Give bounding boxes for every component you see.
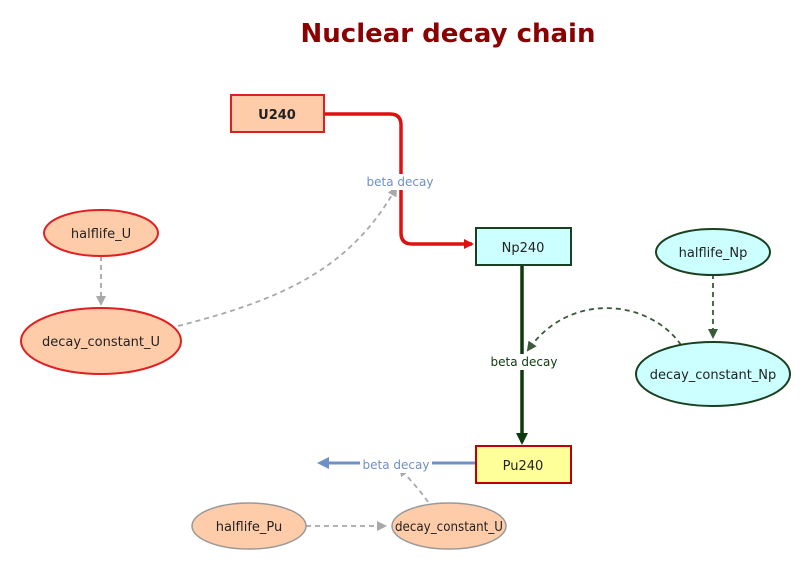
node-pu240[interactable]: Pu240 (475, 445, 572, 484)
node-np240[interactable]: Np240 (475, 227, 572, 266)
node-pu240-label: Pu240 (503, 459, 544, 474)
edge-label-pu-out: beta decay (363, 458, 430, 472)
node-decay-constant-pu-label: decay_constant_U (395, 520, 503, 535)
node-halflife-u-label: halflife_U (71, 227, 131, 242)
node-halflife-pu-label: halflife_Pu (216, 520, 283, 535)
node-u240[interactable]: U240 (230, 94, 325, 133)
node-decay-constant-np-label: decay_constant_Np (650, 368, 777, 383)
edge-label-np-to-pu: beta decay (491, 355, 558, 369)
node-halflife-u[interactable]: halflife_U (43, 209, 159, 257)
edge-label-bg (364, 174, 436, 190)
node-np240-label: Np240 (502, 241, 545, 256)
edge-label-bg (488, 354, 560, 370)
node-halflife-np-label: halflife_Np (679, 246, 748, 261)
node-u240-label: U240 (258, 108, 296, 123)
node-decay-constant-pu[interactable]: decay_constant_U (391, 502, 507, 550)
edge-decay-constant-np-to-beta-decay (526, 307, 682, 352)
node-decay-constant-u-label: decay_constant_U (42, 335, 160, 350)
node-halflife-pu[interactable]: halflife_Pu (191, 502, 307, 550)
edge-label-u-to-np: beta decay (367, 175, 434, 189)
node-decay-constant-u[interactable]: decay_constant_U (20, 307, 182, 375)
edge-label-bg (360, 457, 432, 473)
diagram-title: Nuclear decay chain (301, 19, 596, 49)
edge-decay-constant-pu-to-beta-decay (398, 466, 429, 503)
node-decay-constant-np[interactable]: decay_constant_Np (635, 341, 791, 407)
node-halflife-np[interactable]: halflife_Np (655, 228, 771, 276)
edge-decay-constant-u-to-beta-decay (177, 186, 397, 327)
